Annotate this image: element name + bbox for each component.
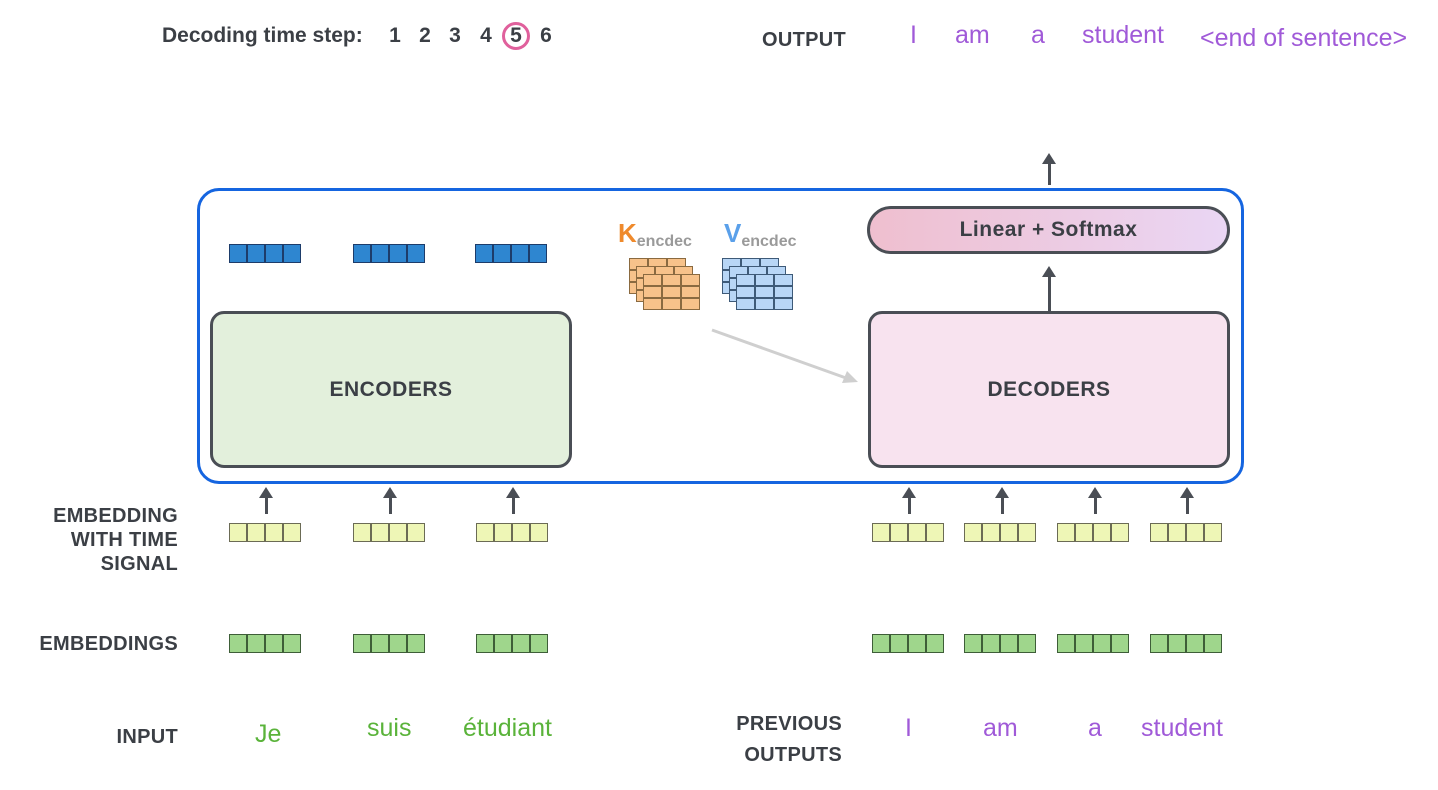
output-word-5: <end of sentence>: [1200, 24, 1408, 52]
encoder-output-vector-1: [229, 244, 301, 263]
encoder-input-arrow-2: [389, 497, 392, 514]
previous-output-word-4: student: [1141, 714, 1224, 742]
encoder-output-vector-2: [353, 244, 425, 263]
previous-output-word-1: I: [905, 714, 912, 742]
encoder-embedding-vector-1: [229, 634, 301, 653]
step-4: 4: [480, 24, 492, 47]
input-word-2: suis: [367, 714, 412, 742]
input-label: INPUT: [116, 726, 178, 748]
output-word-1: I: [910, 21, 917, 49]
step-3: 3: [449, 24, 461, 47]
step-2: 2: [419, 24, 431, 47]
encoder-input-arrow-head-2: [383, 487, 397, 498]
encoder-input-arrow-3: [512, 497, 515, 514]
encoder-time-signal-vector-3: [476, 523, 548, 542]
decoder-embedding-vector-3: [1057, 634, 1129, 653]
output-word-4: student: [1082, 21, 1165, 49]
linear-softmax-box: Linear + Softmax: [867, 206, 1230, 254]
encoder-time-signal-vector-1: [229, 523, 301, 542]
decoder-embedding-vector-1: [872, 634, 944, 653]
decoder-input-arrow-3: [1094, 497, 1097, 514]
decoders-box: DECODERS: [868, 311, 1230, 468]
encoders-box: ENCODERS: [210, 311, 572, 468]
encoder-time-signal-vector-2: [353, 523, 425, 542]
step-5: 5: [510, 24, 522, 47]
decoder-time-signal-vector-4: [1150, 523, 1222, 542]
decoder-input-arrow-head-2: [995, 487, 1009, 498]
decoder-embedding-vector-4: [1150, 634, 1222, 653]
decoder-embedding-vector-2: [964, 634, 1036, 653]
output-arrow: [1048, 163, 1051, 185]
transformer-container: [197, 188, 1244, 484]
output-word-3: a: [1031, 21, 1045, 49]
decoder-to-linear-arrow-head: [1042, 266, 1056, 277]
decoder-input-arrow-head-3: [1088, 487, 1102, 498]
previous-output-word-3: a: [1088, 714, 1102, 742]
embeddings-label: EMBEDDINGS: [39, 633, 178, 655]
output-arrow-head: [1042, 153, 1056, 164]
k-matrix-3: [643, 274, 700, 310]
decoder-time-signal-vector-3: [1057, 523, 1129, 542]
encoder-input-arrow-head-3: [506, 487, 520, 498]
current-step-circle: [502, 22, 530, 50]
v-encdec-label: Vencdec: [724, 218, 797, 250]
input-word-3: étudiant: [463, 714, 552, 742]
decoder-input-arrow-head-1: [902, 487, 916, 498]
v-matrix-3: [736, 274, 793, 310]
decoder-to-linear-arrow: [1048, 276, 1051, 311]
previous-output-word-2: am: [983, 714, 1018, 742]
encoder-embedding-vector-3: [476, 634, 548, 653]
decoding-step-title: Decoding time step:: [162, 24, 363, 47]
kv-to-decoder-arrow: [711, 328, 858, 383]
decoder-input-arrow-2: [1001, 497, 1004, 514]
step-6: 6: [540, 24, 552, 47]
k-encdec-label: Kencdec: [618, 218, 692, 250]
previous-outputs-label: PREVIOUS OUTPUTS: [736, 713, 842, 766]
encoder-output-vector-3: [475, 244, 547, 263]
embedding-time-signal-label: EMBEDDING WITH TIME SIGNAL: [53, 505, 178, 575]
decoder-time-signal-vector-1: [872, 523, 944, 542]
decoder-input-arrow-1: [908, 497, 911, 514]
encoder-input-arrow-head-1: [259, 487, 273, 498]
output-label: OUTPUT: [762, 29, 847, 51]
input-word-1: Je: [255, 720, 282, 748]
decoder-input-arrow-4: [1186, 497, 1189, 514]
output-word-2: am: [955, 21, 990, 49]
decoder-input-arrow-head-4: [1180, 487, 1194, 498]
step-1: 1: [389, 24, 401, 47]
encoder-embedding-vector-2: [353, 634, 425, 653]
decoder-time-signal-vector-2: [964, 523, 1036, 542]
encoder-input-arrow-1: [265, 497, 268, 514]
